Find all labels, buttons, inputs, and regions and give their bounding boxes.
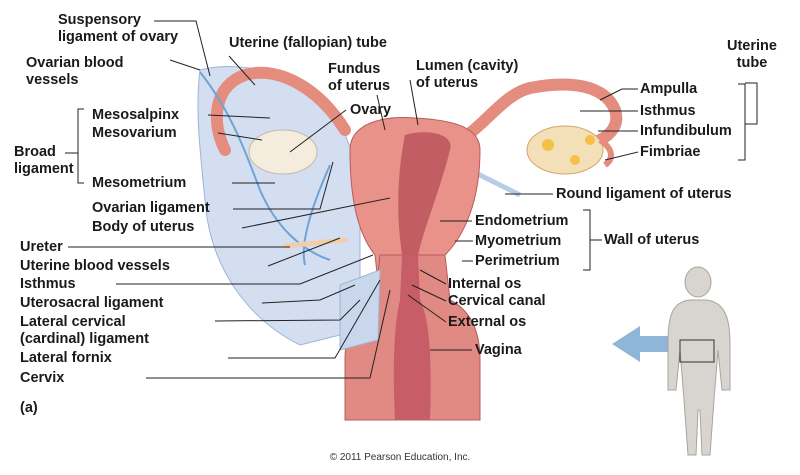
label-line: of uterus (416, 75, 479, 91)
label-uterine-fallopian-tube: Uterine (fallopian) tube (229, 35, 387, 51)
label-internal-os: Internal os (448, 276, 522, 292)
human-figure (667, 266, 731, 456)
label-external-os: External os (448, 314, 527, 330)
label-body-of-uterus: Body of uterus (92, 219, 195, 235)
leader-lines (65, 20, 758, 379)
orientation-arrow (612, 326, 676, 362)
label-cervical-canal: Cervical canal (448, 293, 546, 309)
label-ovarian-blood-vessels: Ovarian blood vessels (26, 55, 124, 89)
label-ureter: Ureter (20, 239, 63, 255)
label-myometrium: Myometrium (475, 233, 562, 249)
label-endometrium: Endometrium (475, 213, 569, 229)
label-mesosalpinx: Mesosalpinx (92, 107, 180, 123)
label-lateral-cervical-ligament: Lateral cervical (cardinal) ligament (20, 314, 149, 348)
label-ovarian-ligament: Ovarian ligament (92, 200, 210, 216)
follicle (585, 135, 595, 145)
label-line: Uterine (727, 38, 777, 54)
label-mesometrium: Mesometrium (92, 175, 187, 191)
label-wall-of-uterus: Wall of uterus (604, 232, 700, 248)
follicle (570, 155, 580, 165)
label-line: Lumen (cavity) (416, 58, 519, 74)
label-fimbriae: Fimbriae (640, 144, 701, 160)
label-uterosacral-ligament: Uterosacral ligament (20, 295, 164, 311)
left-uterine-tube (210, 66, 351, 156)
left-ovary (248, 129, 318, 175)
vaginal-canal (393, 255, 431, 420)
right-uterine-tube (439, 78, 623, 154)
label-fundus: Fundus of uterus (328, 61, 390, 95)
label-mesovarium: Mesovarium (92, 125, 177, 141)
label-suspensory-ligament: Suspensory ligament of ovary (58, 12, 178, 46)
label-line: Ovarian blood (26, 55, 124, 71)
label-lateral-fornix: Lateral fornix (20, 350, 112, 366)
label-broad-ligament: Broad ligament (14, 144, 74, 178)
label-line: Suspensory (58, 12, 141, 28)
label-round-ligament: Round ligament of uterus (556, 186, 732, 202)
label-perimetrium: Perimetrium (475, 253, 560, 269)
panel-label: (a) (20, 400, 38, 416)
follicle (542, 139, 554, 151)
ureter (282, 237, 348, 249)
label-ampulla: Ampulla (640, 81, 698, 97)
copyright-notice: © 2011 Pearson Education, Inc. (329, 452, 471, 463)
label-line: ligament (14, 161, 74, 177)
label-vagina: Vagina (475, 342, 522, 358)
label-uterine-tube-group: Uterine tube (727, 38, 777, 72)
label-line: (cardinal) ligament (20, 331, 149, 347)
label-cervix: Cervix (20, 370, 65, 386)
label-ovary: Ovary (350, 102, 392, 118)
label-line: Lateral cervical (20, 314, 126, 330)
label-line: tube (736, 55, 768, 71)
fimbriae (598, 137, 614, 168)
label-line: ligament of ovary (58, 29, 179, 45)
uterine-blood-vessels-left (302, 164, 331, 266)
label-lumen: Lumen (cavity) of uterus (416, 58, 518, 92)
uterine-cavity (398, 132, 451, 255)
label-line: of uterus (328, 78, 391, 94)
label-line: Broad (14, 144, 56, 160)
label-infundibulum: Infundibulum (640, 123, 732, 139)
label-line: Fundus (328, 61, 381, 77)
label-isthmus-tube: Isthmus (640, 103, 696, 119)
label-isthmus-uterus: Isthmus (20, 276, 76, 292)
label-uterine-blood-vessels: Uterine blood vessels (20, 258, 170, 274)
label-line: vessels (26, 72, 79, 88)
right-ovary (526, 125, 604, 175)
lateral-cervical-ligament (339, 269, 381, 351)
